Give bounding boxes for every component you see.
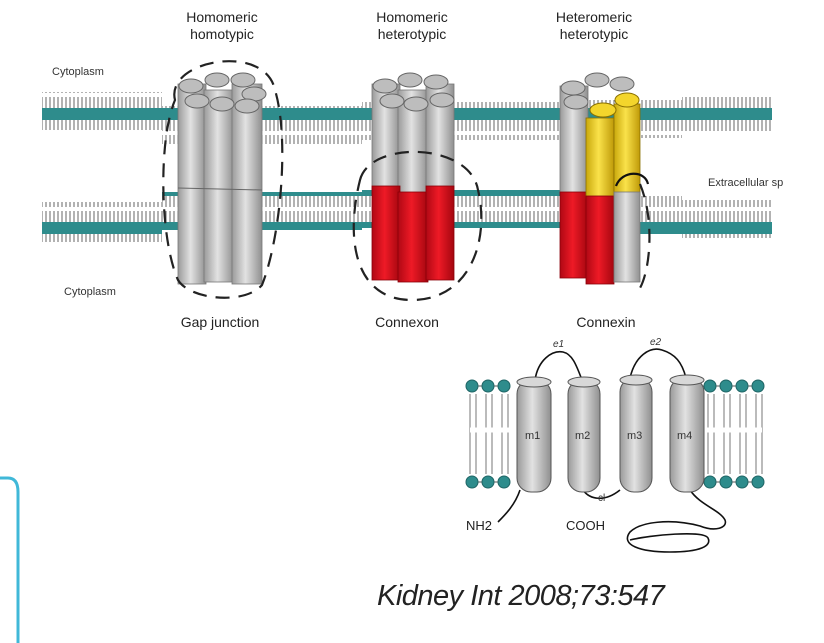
connexin-topology: [466, 349, 764, 552]
gap-junction-channel: [163, 61, 282, 298]
label-cytoplasm-top: Cytoplasm: [52, 64, 104, 81]
header-line: homotypic: [180, 26, 264, 43]
label-m3: m3: [627, 428, 642, 445]
label-cl: cl: [598, 490, 605, 507]
label-cytoplasm-bottom: Cytoplasm: [64, 284, 116, 301]
topology-membrane: [466, 380, 764, 488]
label-cooh: COOH: [566, 517, 605, 534]
header-line: Homomeric: [180, 9, 264, 26]
header-line: Heteromeric: [546, 9, 642, 26]
label-connexin: Connexin: [566, 314, 646, 331]
label-m1: m1: [525, 428, 540, 445]
label-e2: e2: [650, 334, 661, 351]
header-homomeric-heterotypic: Homomeric heterotypic: [367, 9, 457, 43]
label-gap-junction: Gap junction: [170, 314, 270, 331]
label-nh2: NH2: [466, 517, 492, 534]
label-extracellular: Extracellular sp: [708, 175, 824, 192]
slide-frame-fragment: [0, 478, 18, 643]
header-line: heterotypic: [546, 26, 642, 43]
citation: Kidney Int 2008;73:547: [377, 580, 664, 613]
label-e1: e1: [553, 336, 564, 353]
header-line: heterotypic: [367, 26, 457, 43]
header-heteromeric-heterotypic: Heteromeric heterotypic: [546, 9, 642, 43]
connexin-channel: [560, 73, 649, 288]
label-m2: m2: [575, 428, 590, 445]
label-connexon: Connexon: [362, 314, 452, 331]
header-homomeric-homotypic: Homomeric homotypic: [180, 9, 264, 43]
label-m4: m4: [677, 428, 692, 445]
header-line: Homomeric: [367, 9, 457, 26]
